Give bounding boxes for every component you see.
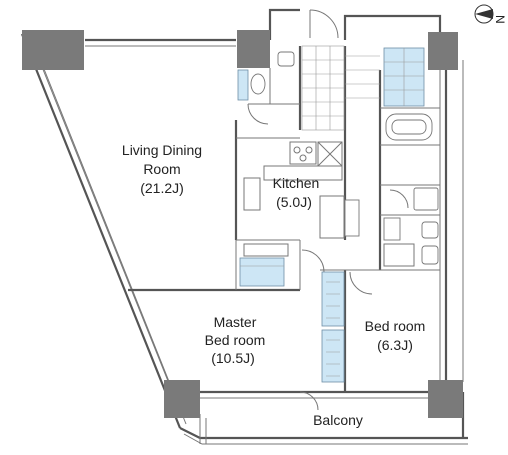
closets bbox=[243, 243, 345, 383]
interior-walls bbox=[128, 46, 440, 392]
room-label-master-bedroom: Master Bed room (10.5J) bbox=[205, 314, 266, 366]
doors bbox=[247, 9, 409, 411]
living-dining-title: Living Dining bbox=[122, 142, 202, 158]
storage-units bbox=[239, 47, 425, 287]
master-bedroom-subtitle: Bed room bbox=[205, 332, 266, 348]
kitchen-fixtures bbox=[243, 141, 360, 239]
bedroom-size: (6.3J) bbox=[377, 337, 413, 353]
pillars bbox=[22, 30, 463, 418]
master-bedroom-title: Master bbox=[214, 314, 257, 330]
kitchen-title: Kitchen bbox=[273, 175, 320, 191]
entrance-floor bbox=[301, 45, 380, 131]
kitchen-size: (5.0J) bbox=[276, 194, 312, 210]
living-dining-size: (21.2J) bbox=[140, 180, 184, 196]
compass-north-label: N bbox=[493, 15, 507, 24]
room-label-living-dining: Living Dining Room (21.2J) bbox=[122, 142, 202, 196]
toilet-room bbox=[237, 51, 295, 101]
room-label-bedroom: Bed room (6.3J) bbox=[365, 318, 426, 353]
balcony-title: Balcony bbox=[313, 412, 363, 428]
bath-fixtures bbox=[383, 113, 439, 267]
living-dining-subtitle: Room bbox=[143, 161, 180, 177]
room-label-kitchen: Kitchen (5.0J) bbox=[273, 175, 320, 210]
master-bedroom-size: (10.5J) bbox=[211, 350, 255, 366]
room-label-balcony: Balcony bbox=[313, 412, 363, 428]
compass: N bbox=[474, 4, 507, 24]
bedroom-title: Bed room bbox=[365, 318, 426, 334]
